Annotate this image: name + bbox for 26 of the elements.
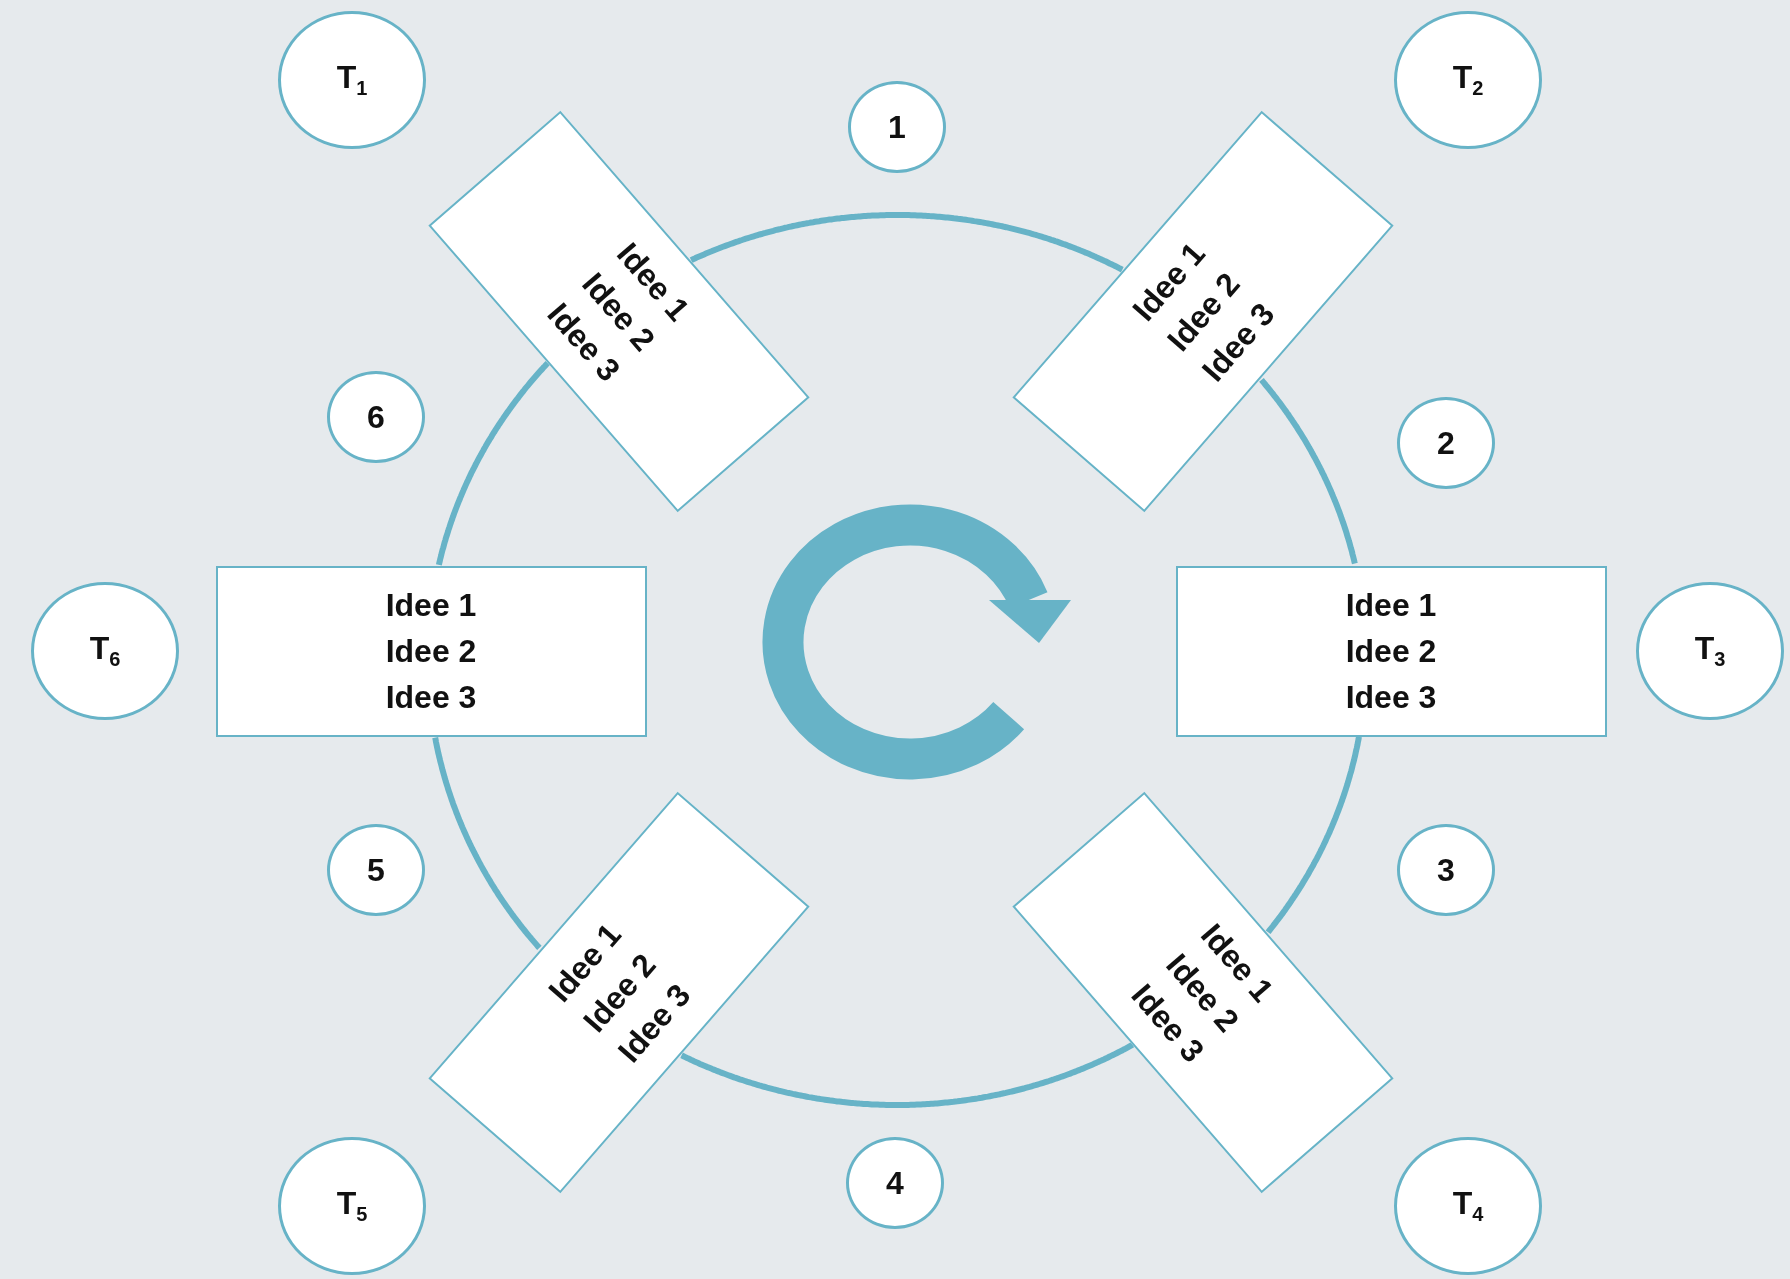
ellipse-label: T$_{2}$	[1452, 61, 1484, 99]
idea-text: Idee 2	[1345, 632, 1437, 671]
idea-text: Idee 2	[385, 632, 477, 671]
ellipse-label: 4	[886, 1167, 904, 1199]
idea-text: Idee 1	[385, 586, 477, 625]
ellipse-label: 1	[888, 111, 906, 143]
ring-connector	[1265, 735, 1362, 935]
ring-connector	[435, 361, 550, 566]
ellipse-label: 5	[367, 854, 385, 886]
ellipse-label: 2	[1437, 427, 1455, 459]
ring-connector	[432, 736, 542, 950]
ellipse-label: T$_{6}$	[89, 632, 121, 670]
ellipse-label: T$_{3}$	[1694, 632, 1726, 670]
idea-text: Idee 3	[385, 678, 477, 717]
ring-connector	[1259, 378, 1358, 565]
idea-text: Idee 3	[1345, 678, 1437, 717]
idea-card	[215, 565, 647, 737]
idea-text: Idee 1	[1345, 586, 1437, 625]
ellipse-label: 3	[1437, 854, 1455, 886]
ellipse-label: T$_{1}$	[336, 61, 368, 99]
ring-connector	[689, 212, 1124, 273]
ellipse-label: T$_{5}$	[336, 1187, 368, 1225]
idea-card	[1175, 565, 1607, 737]
ellipse-label: 6	[367, 401, 385, 433]
ellipse-label: T$_{4}$	[1452, 1187, 1484, 1225]
ring-connector	[680, 1042, 1135, 1108]
